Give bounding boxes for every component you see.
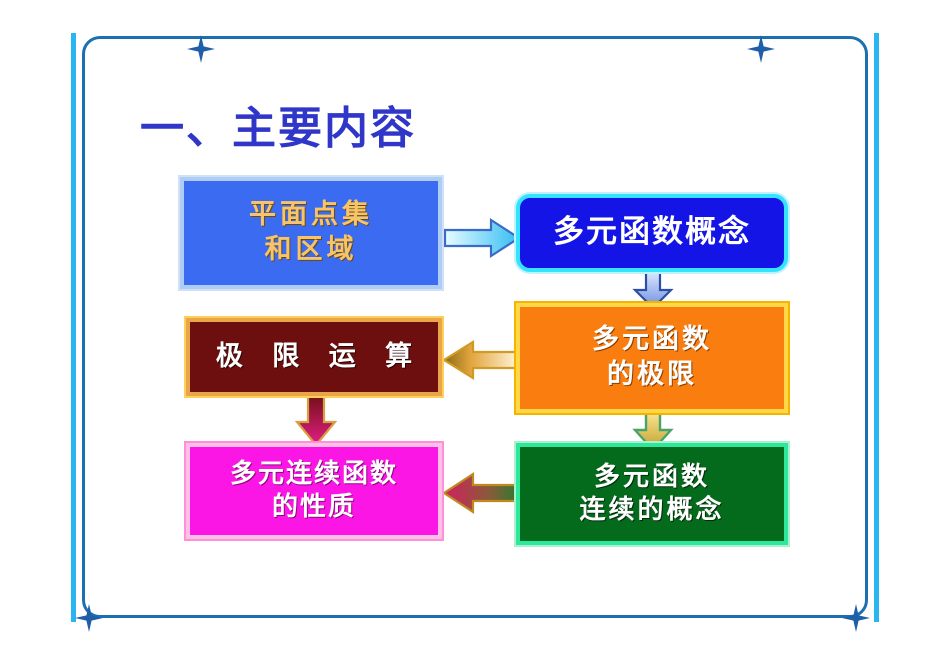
node-mv-function-line-1: 多元函数概念 [553,214,751,251]
node-mv-limit[interactable]: 多元函数 的极限 [514,301,790,415]
node-continuous-def[interactable]: 多元函数 连续的概念 [514,441,790,547]
arrow-mv-limit-to-limit-calc [441,340,521,380]
node-plane-set-line-2: 和区域 [264,234,358,265]
node-mv-function[interactable]: 多元函数概念 [516,194,788,272]
page-title: 一、主要内容 [140,103,416,154]
sparkle-bottom-left-icon [75,604,103,632]
node-plane-set-line-1: 平面点集 [249,199,373,231]
slide-frame-accent-left [71,33,76,622]
node-mv-limit-line-1: 多元函数 [592,324,712,356]
node-limit-calc-line-1: 极 限 运 算 [215,340,423,372]
sparkle-top-left-icon [187,35,215,63]
node-continuous-def-line-2: 连续的概念 [579,495,725,525]
sparkle-bottom-right-icon [842,604,870,632]
node-continuous-prop[interactable]: 多元连续函数 的性质 [184,441,444,541]
node-mv-limit-line-2: 的极限 [607,359,697,390]
node-continuous-prop-line-1: 多元连续函数 [229,458,398,489]
node-continuous-def-line-1: 多元函数 [593,461,710,492]
node-plane-set[interactable]: 平面点集 和区域 [178,175,444,291]
arrow-plane-set-to-mv-function [443,217,521,259]
arrow-limit-calc-to-continuous-prop [294,392,338,447]
slide-frame-accent-right [874,33,879,622]
arrow-continuous-def-to-continuous-prop [441,471,521,515]
node-limit-calc[interactable]: 极 限 运 算 [184,316,444,398]
node-continuous-prop-line-2: 的性质 [271,492,356,522]
sparkle-top-right-icon [747,35,775,63]
